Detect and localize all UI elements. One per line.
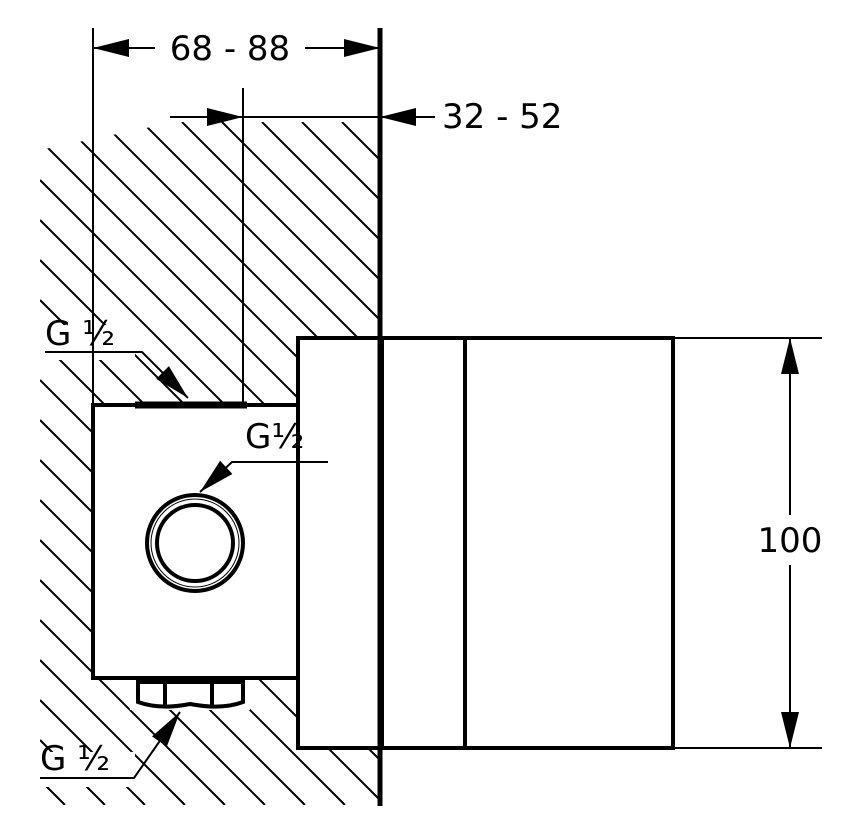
dimension-label-68-88: 68 - 88 [170, 29, 290, 69]
hatch-line [261, 121, 381, 241]
hatch-line [39, 619, 226, 806]
dimension-32-52: 32 - 52 [170, 97, 562, 137]
dimension-100: 100 [758, 338, 823, 748]
hatch-line [61, 121, 381, 441]
label-side-port: G½ [245, 417, 304, 457]
hatch-line [39, 739, 106, 806]
hatch-line [39, 219, 381, 561]
front-cover [380, 336, 675, 750]
dimension-68-88: 68 - 88 [93, 29, 380, 69]
hatch-line [221, 121, 381, 281]
leader-side-port: G½ [199, 417, 328, 493]
hatch-line [341, 121, 381, 161]
label-bottom-port: G ½ [40, 739, 110, 779]
hatch-line [39, 179, 381, 521]
hatch-line [39, 139, 381, 481]
bottom-port-nut [136, 680, 245, 709]
leader-bottom-port: G ½ [40, 711, 181, 779]
hatch-line [39, 699, 146, 806]
hatch-line [181, 121, 381, 321]
hatch-line [39, 779, 66, 806]
hatch-line [301, 121, 381, 201]
leader-top-port: G ½ [45, 314, 189, 399]
hatch-line [141, 121, 381, 361]
hatch-line [39, 459, 381, 801]
hatch-line [39, 259, 381, 601]
hatch-line [39, 539, 306, 806]
hatch-line [39, 499, 346, 806]
dimension-label-100: 100 [758, 521, 823, 561]
side-port [145, 493, 245, 593]
hatch-line [39, 659, 186, 806]
dimension-label-32-52: 32 - 52 [442, 97, 562, 137]
label-top-port: G ½ [45, 314, 115, 354]
hatch-line [101, 121, 381, 401]
